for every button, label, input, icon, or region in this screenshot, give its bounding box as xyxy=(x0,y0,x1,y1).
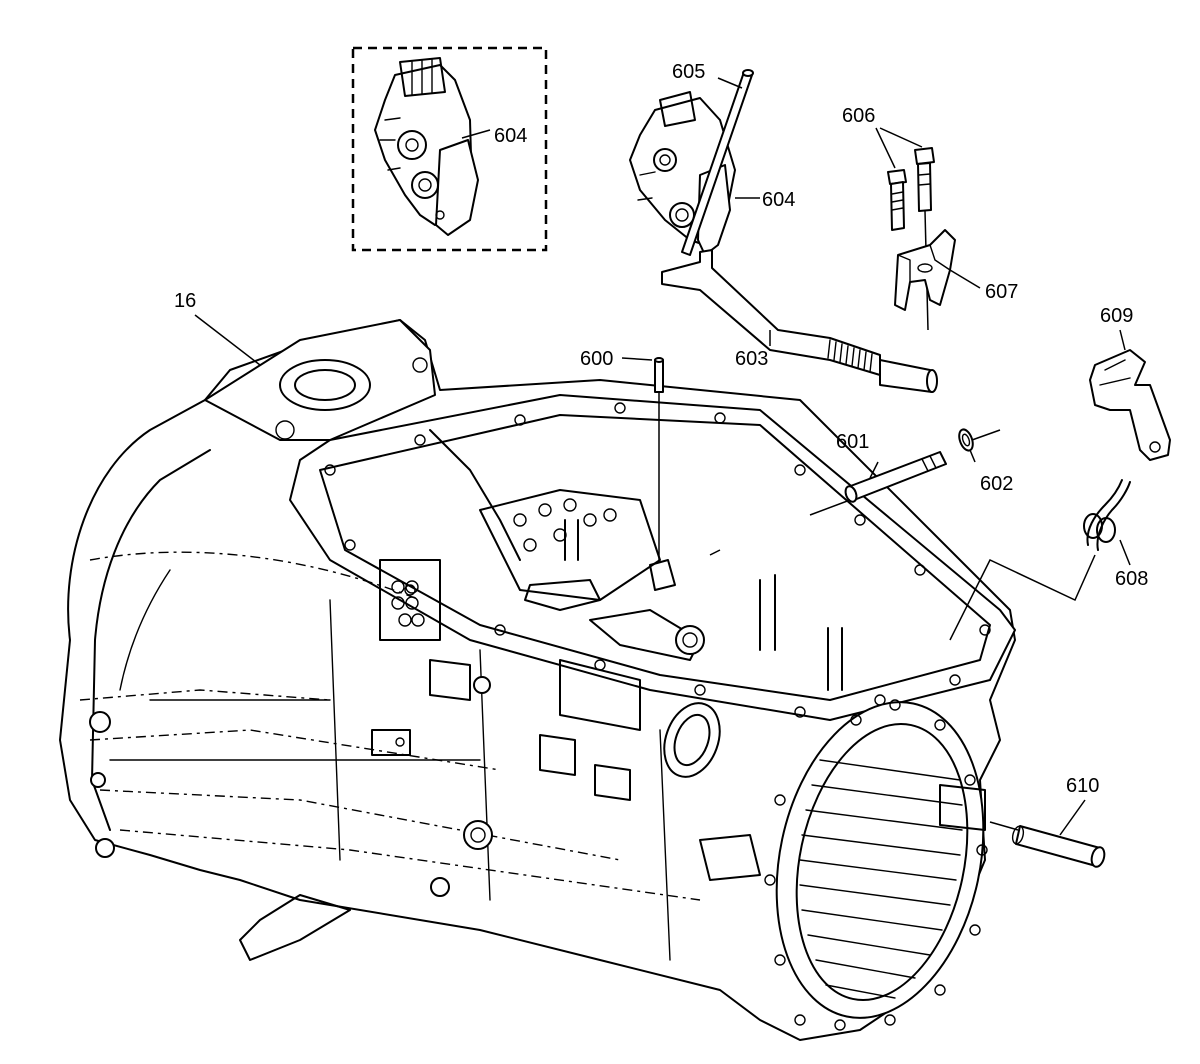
dowel-pin-610 xyxy=(1011,825,1106,868)
transmission-case xyxy=(59,319,1016,1041)
callout-603: 603 xyxy=(735,348,768,370)
callout-605: 605 xyxy=(672,61,705,83)
spring xyxy=(1083,479,1131,551)
bracket xyxy=(894,229,956,311)
detent-lever xyxy=(1089,349,1171,461)
callout-604-inset: 604 xyxy=(494,125,527,147)
callout-606: 606 xyxy=(842,105,875,127)
callout-601: 601 xyxy=(836,431,869,453)
shift-position-switch xyxy=(629,91,736,256)
shift-shaft xyxy=(661,249,938,393)
shift-lever-pin xyxy=(681,69,754,256)
leader-lines xyxy=(194,77,1131,836)
shaft-601 xyxy=(844,451,947,503)
callout-608: 608 xyxy=(1115,568,1148,590)
shift-position-switch-inset xyxy=(374,57,479,236)
callout-602: 602 xyxy=(980,473,1013,495)
inset-box xyxy=(351,46,548,252)
callout-607: 607 xyxy=(985,281,1018,303)
callout-609: 609 xyxy=(1100,305,1133,327)
dowel-pin-600 xyxy=(654,357,664,393)
callout-604: 604 xyxy=(762,189,795,211)
callout-600: 600 xyxy=(580,348,613,370)
callout-16: 16 xyxy=(174,290,196,312)
callouts: 16 600 601 602 603 604 604 605 606 607 6… xyxy=(174,61,1148,797)
bolts xyxy=(887,147,935,331)
callout-610: 610 xyxy=(1066,775,1099,797)
